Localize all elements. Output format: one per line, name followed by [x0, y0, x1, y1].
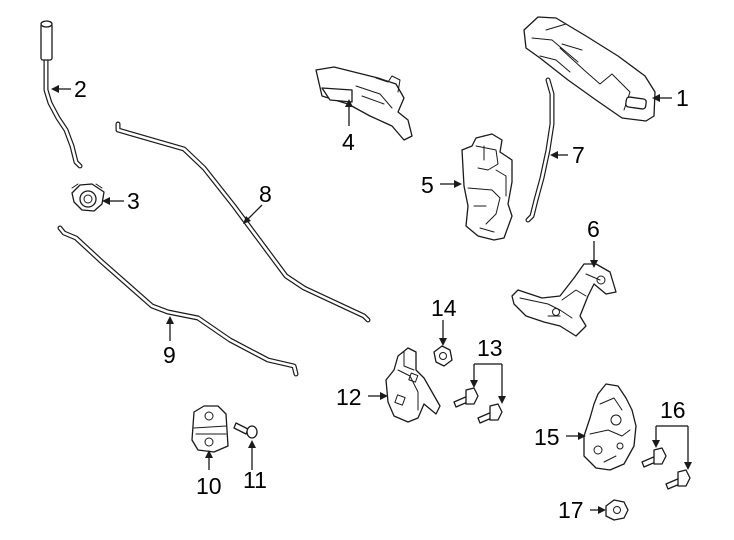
callout-15: 15 [534, 424, 560, 450]
callout-4: 4 [342, 129, 355, 155]
part-17-nut [605, 499, 629, 521]
callout-3: 3 [127, 188, 140, 214]
callout-12: 12 [336, 384, 362, 410]
part-7-rod [525, 77, 555, 223]
callout-17: 17 [558, 497, 584, 523]
callout-11: 11 [243, 467, 267, 493]
part-9-rod [57, 225, 299, 377]
callout-14: 14 [431, 295, 457, 321]
callout-labels: 1 2 3 4 5 6 7 8 9 10 11 12 13 14 15 16 1… [74, 76, 689, 523]
part-11-pin [233, 422, 258, 439]
part-1-handle-bracket [523, 16, 656, 122]
part-8-long-rod [115, 121, 371, 323]
part-14-nut [433, 345, 453, 367]
callout-16: 16 [660, 397, 686, 423]
callout-7: 7 [572, 142, 585, 168]
callout-1: 1 [676, 85, 689, 111]
leader-lines [51, 85, 692, 514]
part-6-bracket [511, 263, 617, 337]
part-2-lock-rod [40, 20, 83, 169]
callout-13: 13 [477, 335, 503, 361]
part-4-inside-handle [315, 66, 413, 141]
part-15-latch-assembly [583, 383, 637, 471]
part-16-bolts [641, 447, 691, 490]
callout-10: 10 [196, 473, 222, 499]
part-12-hinge-bracket [385, 347, 441, 423]
part-13-bolts [453, 387, 503, 424]
part-3-clip [71, 183, 105, 212]
callout-2: 2 [74, 76, 87, 102]
part-10-striker [191, 405, 229, 453]
callout-6: 6 [587, 216, 600, 242]
callout-8: 8 [259, 181, 272, 207]
callout-5: 5 [421, 172, 434, 198]
part-5-latch [461, 133, 513, 241]
callout-9: 9 [163, 342, 176, 368]
